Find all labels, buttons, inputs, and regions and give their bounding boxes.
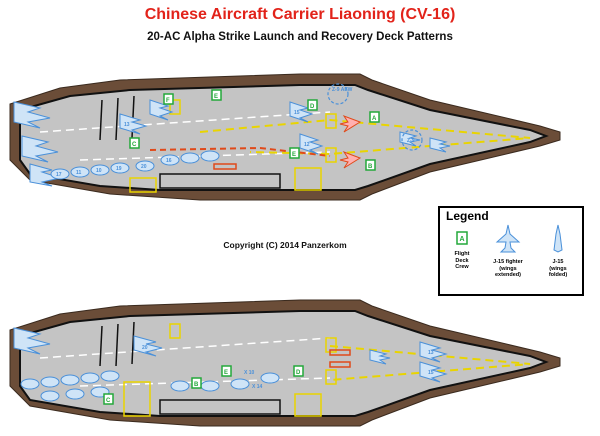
crew-marker-label: B [194,382,199,388]
aircraft-label: 10 [96,168,102,174]
launch-pattern [199,118,531,156]
elevator-outline [294,167,322,191]
crew-marker-label: A [372,116,377,122]
legend-item-folded: J-15 (wings folded) [540,224,576,279]
elevator-outline [123,381,151,417]
arresting-wire [99,99,103,141]
crew-marker-icon: A [456,231,468,245]
fighter-icon-red [339,114,362,169]
crew-marker-label: D [296,370,301,376]
aircraft-label: 13 [124,122,130,128]
fighter-caption-1: J-15 fighter [493,259,523,265]
catapult-marker [169,99,181,115]
crew-marker-letter: A [460,236,465,243]
folded-caption-1: J-15 [552,259,564,265]
catapult-marker [169,323,181,339]
launch-line [79,377,331,387]
aircraft-label: 15 [294,110,300,116]
crew-marker-label: E [214,94,218,100]
copyright-notice: Copyright (C) 2014 Panzerkom [223,240,347,250]
crew-marker-label: C [132,142,137,148]
fighter-icon [495,224,521,253]
aircraft-label: 15 [428,370,434,376]
legend-item-crew: A Flight Deck Crew [446,230,478,271]
legend-title: Legend [446,209,489,223]
fighter-caption-3: extended) [495,272,521,278]
crew-marker-label: E [292,152,296,158]
helicopter-pad [401,129,423,151]
fighter-caption-2: (wings [499,265,517,272]
island-superstructure [159,173,281,189]
launch-pattern [329,345,531,381]
arresting-wire [115,97,119,141]
elevator-outline [294,393,322,417]
aircraft-group [13,99,451,187]
crew-marker-label: B [368,164,373,170]
crew-marker-label: F [166,98,170,104]
folded-caption-2: (wings [549,265,567,272]
aircraft-label: 12 [304,142,310,148]
aircraft-label: 16 [166,158,172,164]
bottom-deck-diagram: 20 X 10 X 14 13 15 C B E D [9,299,561,427]
catapult-marker [325,113,337,129]
legend-box: Legend A Flight Deck Crew J-15 fighter (… [438,206,584,296]
helicopter-pad [327,83,349,105]
catapult-marker [325,147,337,163]
aircraft-label: 20 [142,345,148,351]
aircraft-label: 11 [76,170,82,176]
annotation-label: Z-9 [407,138,415,144]
aircraft-label: X 10 [244,370,255,376]
island-superstructure [159,399,281,415]
catapult-marker [325,337,337,353]
page-title: Chinese Aircraft Carrier Liaoning (CV-16… [144,6,456,23]
deck-marker-red [329,361,351,368]
angled-deck-line [39,111,331,133]
aircraft-label: 19 [116,166,122,172]
top-deck-diagram: Z-9 AEW Z-9 13 15 12 17 11 10 19 20 16 F… [9,73,561,201]
arresting-wire [115,323,119,367]
arresting-wire [131,321,135,365]
aircraft-group [13,327,448,402]
angled-deck-line [39,337,331,359]
catapult-marker [325,369,337,385]
legend-item-fighter: J-15 fighter (wings extended) [480,224,536,279]
recovery-pattern [149,146,331,157]
flight-deck [19,310,549,417]
crew-caption-1: Flight [454,251,470,257]
folded-caption-3: folded) [548,272,568,278]
annotation-label: Z-9 AEW [332,87,353,93]
crew-marker-group: C B E D [103,365,304,405]
crew-marker-group: F E D A C B E [129,89,380,171]
folded-fighter-icon [553,224,563,253]
aircraft-label: X 14 [252,384,263,390]
crew-marker-label: C [106,398,111,404]
crew-caption-2: Deck [455,257,469,264]
elevator-outline [129,177,157,193]
aircraft-label: 17 [56,172,62,178]
aircraft-label: 13 [428,350,434,356]
crew-marker-label: D [310,104,315,110]
deck-marker-red [329,349,351,356]
aircraft-label: 20 [141,164,147,170]
arresting-wire [99,325,103,367]
page-subtitle: 20-AC Alpha Strike Launch and Recovery D… [147,31,453,43]
crew-marker-label: E [224,370,228,376]
deck-marker-red [213,163,237,170]
crew-caption-3: Crew [455,264,469,270]
